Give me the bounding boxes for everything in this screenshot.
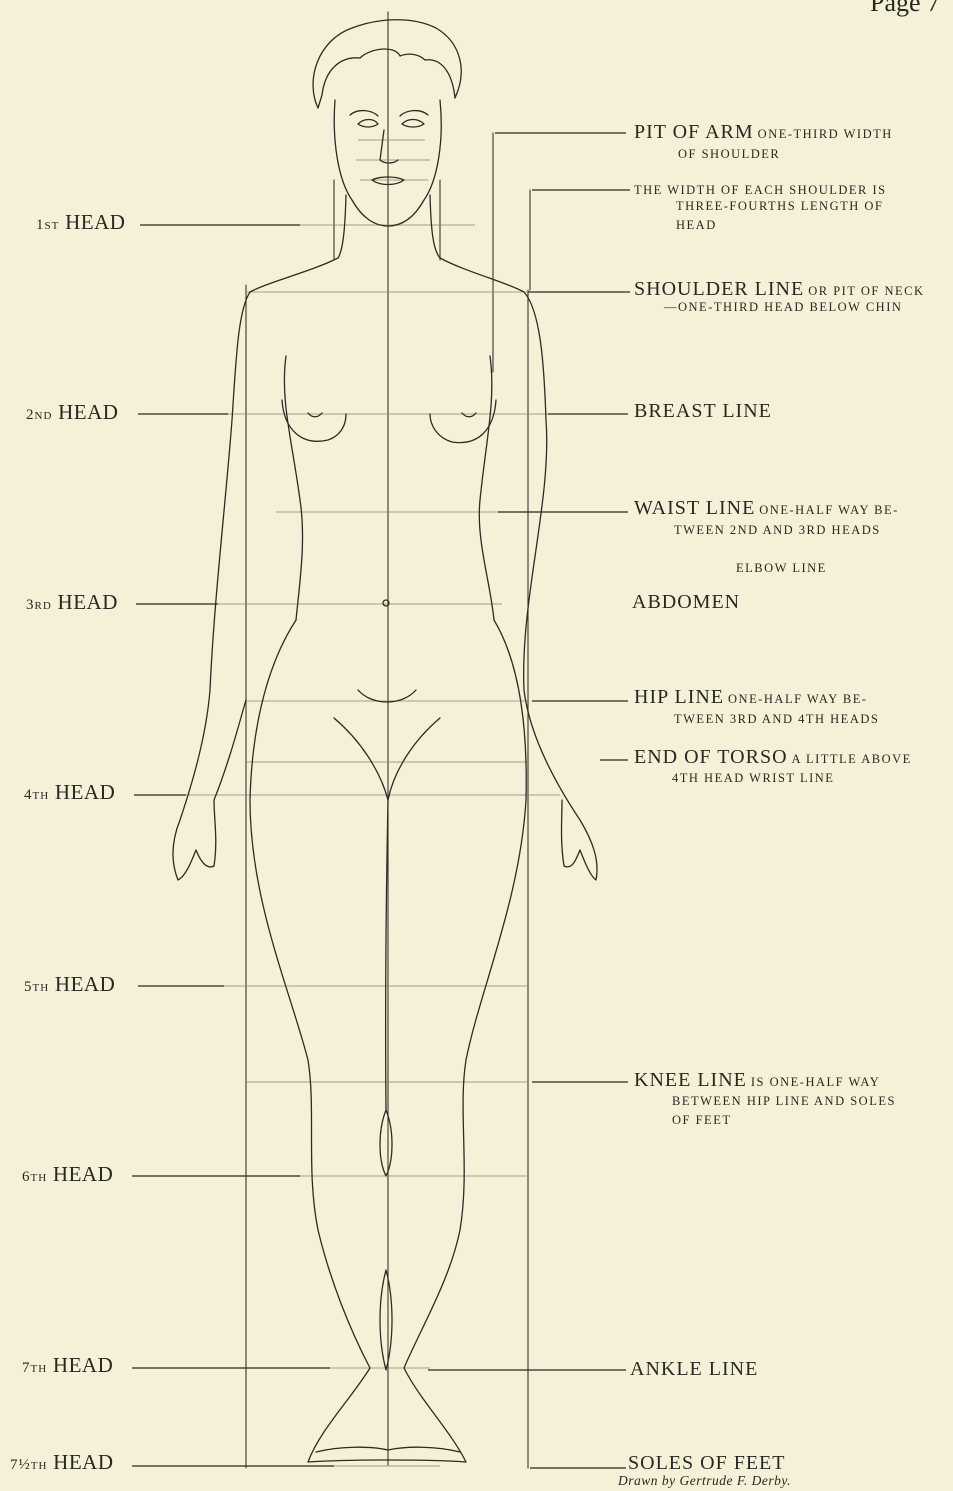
- left-eyebrow: [350, 111, 378, 116]
- inner-calf-gap: [380, 1270, 392, 1370]
- right-eye: [402, 120, 424, 128]
- hair-outline: [313, 20, 461, 108]
- right-leg-outline: [388, 620, 526, 1462]
- head-label-7-half: 7½th HEAD: [10, 1450, 114, 1475]
- annotation-waist-line: WAIST LINE one-half way be- tween 2nd an…: [634, 497, 899, 520]
- left-breast: [282, 400, 346, 441]
- pubic-curve: [358, 690, 416, 702]
- head-label-2nd: 2nd HEAD: [26, 400, 118, 425]
- annotation-pit-of-arm: PIT OF ARM one-third width of shoulder: [634, 121, 893, 144]
- drawing-credit: Drawn by Gertrude F. Derby.: [618, 1473, 791, 1489]
- right-eyebrow: [400, 111, 428, 116]
- left-eye: [358, 120, 378, 128]
- annotation-soles-of-feet: SOLES OF FEET: [628, 1452, 785, 1475]
- page-number: Page 7: [870, 0, 940, 18]
- right-body-outline: [430, 195, 597, 880]
- head-label-5th: 5th HEAD: [24, 972, 115, 997]
- nose: [380, 130, 398, 163]
- head-label-3rd: 3rd HEAD: [26, 590, 118, 615]
- annotation-shoulder-line: SHOULDER LINE or pit of neck —one-third …: [634, 278, 925, 301]
- groin-lines: [334, 718, 440, 800]
- left-torso-side: [284, 356, 302, 620]
- annotation-hip-line: HIP LINE one-half way be- tween 3rd and …: [634, 686, 868, 709]
- right-breast: [430, 400, 496, 443]
- head-label-4th: 4th HEAD: [24, 780, 115, 805]
- head-label-7th: 7th HEAD: [22, 1353, 113, 1378]
- annotation-shoulder-width: THE WIDTH OF EACH SHOULDER IS THREE-FOUR…: [634, 181, 887, 199]
- left-body-outline: [173, 195, 346, 880]
- inner-leg-line: [380, 800, 392, 1176]
- head-label-1st: 1st HEAD: [36, 210, 125, 235]
- left-leg-outline: [250, 620, 388, 1462]
- right-torso-side: [479, 356, 494, 620]
- annotation-elbow-line: ELBOW LINE: [736, 561, 827, 576]
- annotation-breast-line: BREAST LINE: [634, 400, 772, 423]
- annotation-abdomen: ABDOMEN: [632, 591, 740, 614]
- annotation-ankle-line: ANKLE LINE: [630, 1358, 758, 1381]
- annotation-end-of-torso: END OF TORSO a little above 4th head wri…: [634, 746, 912, 769]
- annotation-knee-line: KNEE LINE is one-half way between hip li…: [634, 1069, 880, 1092]
- head-label-6th: 6th HEAD: [22, 1162, 113, 1187]
